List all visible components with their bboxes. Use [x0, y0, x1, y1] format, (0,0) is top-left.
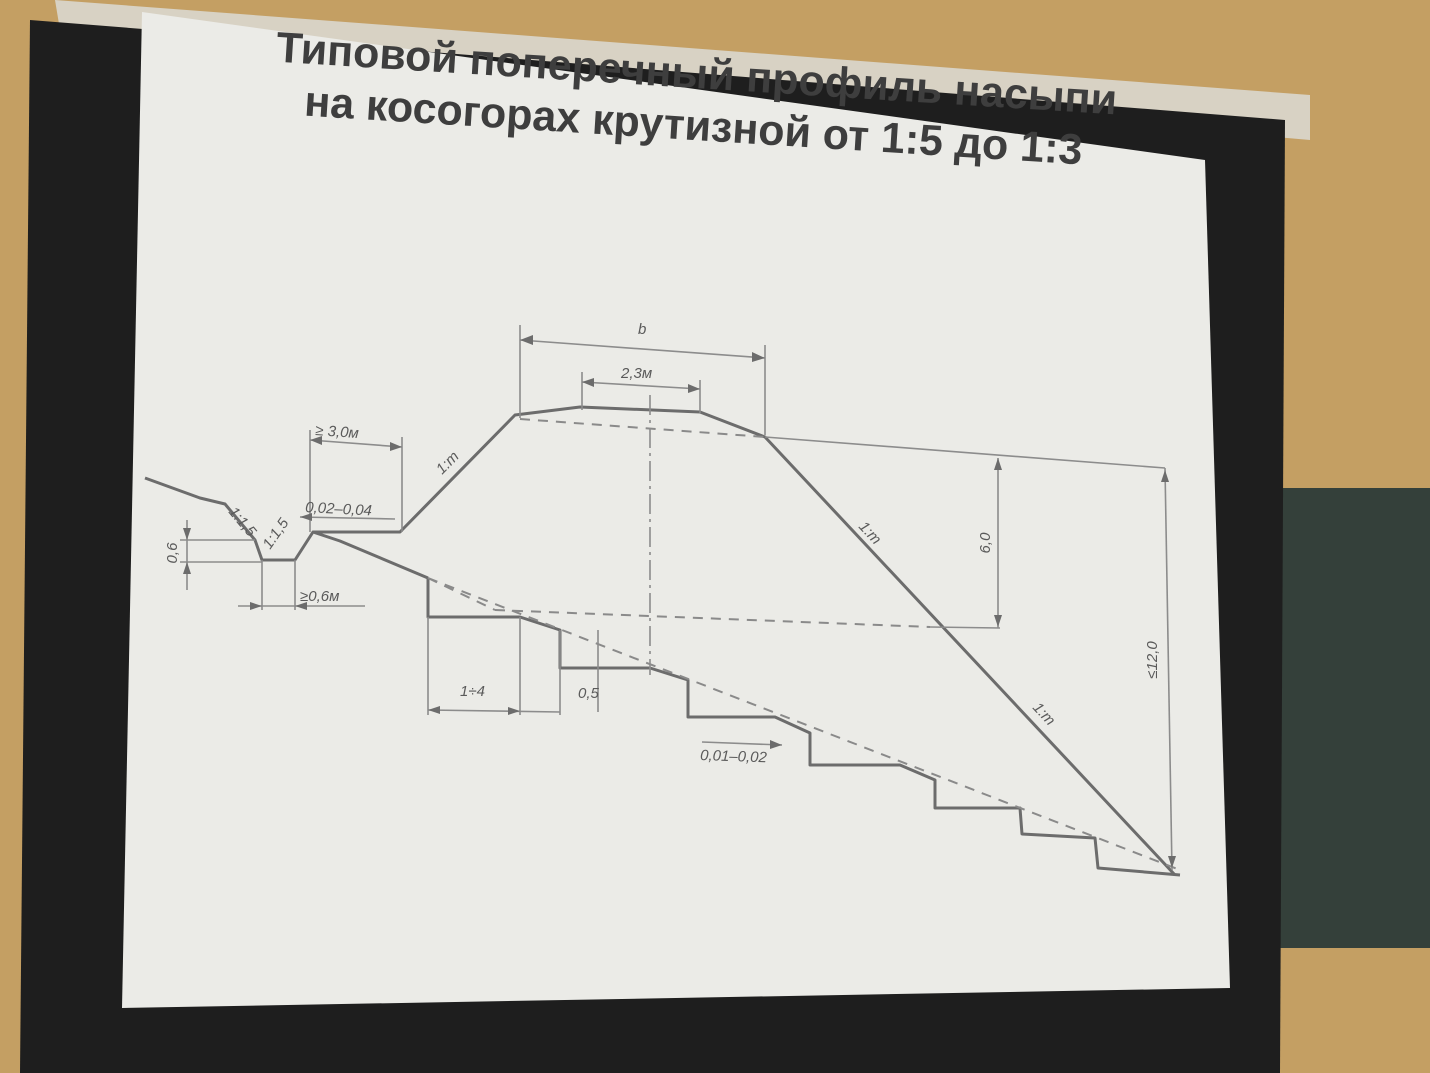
step-slope-arrow [701, 741, 783, 746]
arrowhead [295, 602, 307, 610]
arrowhead [428, 706, 440, 714]
arrowhead [390, 442, 402, 451]
level-6m-line [494, 609, 931, 628]
projection-screen [122, 12, 1230, 1008]
step-slope-label: 0,01–0,02 [700, 747, 768, 766]
level-6m-dashed [427, 577, 496, 611]
berm-width-dim-line [309, 439, 403, 448]
arrowhead [508, 707, 520, 715]
ditch-depth-label: 0,6 [164, 542, 181, 564]
arrowhead [994, 615, 1002, 627]
arrowhead [310, 436, 322, 445]
crown-width-dim-line [581, 381, 701, 390]
arrowhead [994, 458, 1002, 470]
subgrade-dashed [519, 418, 766, 438]
blackboard [1280, 488, 1430, 948]
ditch-bottom-label: ≥0,6м [300, 588, 339, 605]
arrowhead [1168, 856, 1176, 868]
h6-ext-bottom [929, 626, 1001, 629]
height-12-label: ≤12,0 [1144, 641, 1161, 679]
h6-ext-top [764, 436, 1166, 469]
arrowhead [183, 528, 191, 540]
arrowhead [752, 352, 765, 362]
berm-width-label: ≥ 3,0м [315, 422, 360, 442]
arrowhead [770, 740, 782, 749]
step-width-dim-line [427, 709, 561, 713]
berm-slope-label: 0,02–0,04 [305, 499, 373, 519]
height-6-label: 6,0 [977, 532, 994, 554]
ditch-slope-left-label: 1:1,5 [225, 504, 260, 541]
arrowhead [1161, 470, 1169, 482]
h12-dim-line [1164, 467, 1173, 871]
embankment-outline [313, 405, 1177, 877]
arrowhead [300, 513, 312, 521]
crest-width-dim-line [519, 339, 766, 359]
step-width-label: 1÷4 [460, 683, 485, 700]
lower-slope-label-1: 1:m [855, 518, 884, 548]
ditch-slope-right-label: 1:1,5 [259, 515, 292, 553]
arrowhead [520, 335, 533, 345]
arrowhead [183, 562, 191, 574]
step-height-label: 0,5 [578, 685, 600, 702]
arrowhead [582, 378, 594, 387]
original-ground-dashed [427, 577, 1181, 871]
arrowhead [250, 602, 262, 610]
berm-slope-arrow [299, 516, 396, 520]
arrowhead [688, 384, 700, 393]
crest-width-label: b [638, 321, 646, 338]
crown-width-label: 2,3м [620, 365, 652, 382]
